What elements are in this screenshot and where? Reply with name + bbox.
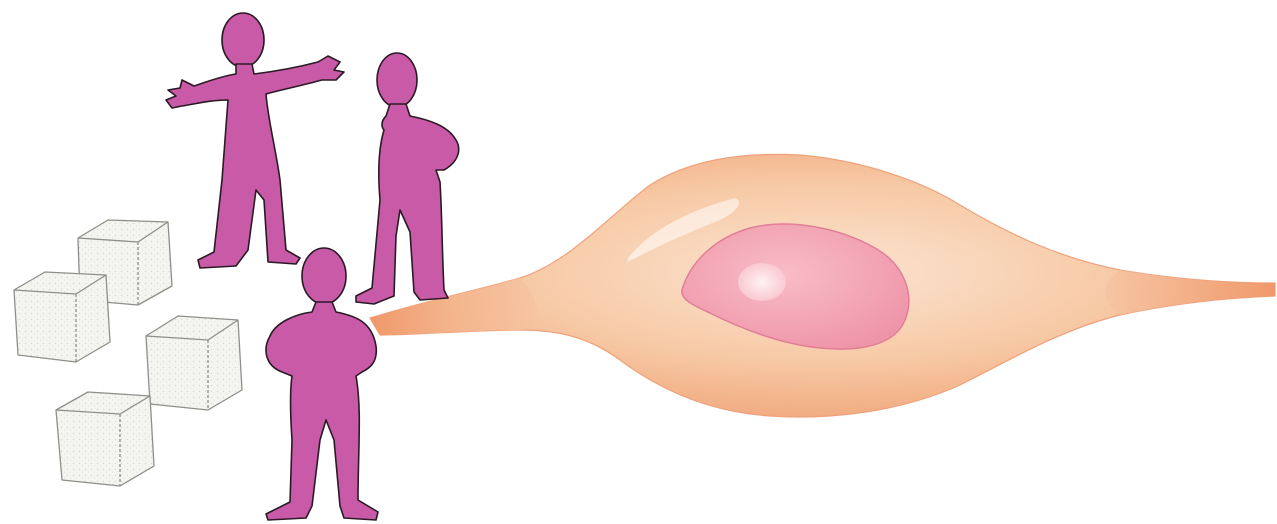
sugar-cube: [146, 316, 242, 410]
sugar-cube: [56, 392, 154, 486]
cell-process-right: [1105, 270, 1275, 315]
person-arms-outstretched: [166, 13, 344, 268]
sugar-cube: [14, 272, 110, 362]
person-hands-on-hips-back: [356, 53, 459, 304]
cell: [370, 154, 1275, 417]
people: [166, 13, 459, 520]
nucleolus: [738, 263, 786, 301]
person-hands-on-hips-front: [266, 248, 378, 520]
